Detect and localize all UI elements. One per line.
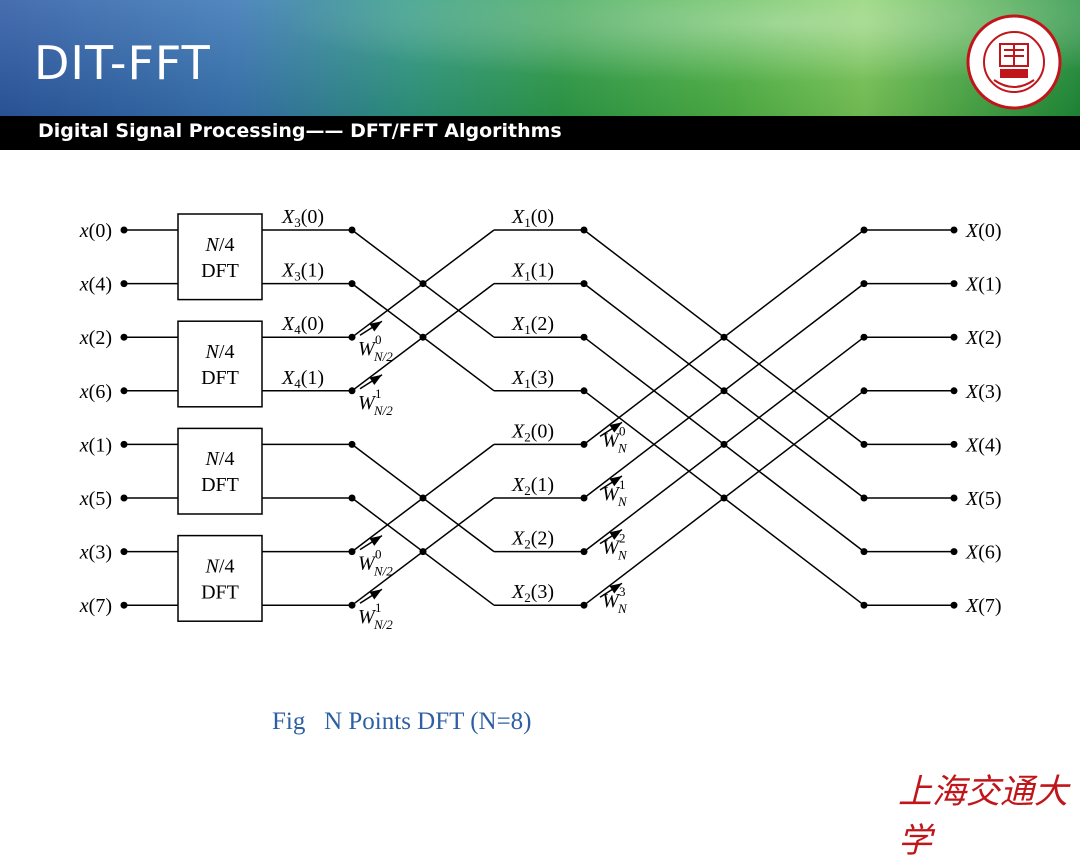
stage2-junction-3 — [720, 494, 728, 502]
output-label-6: X(6) — [965, 542, 1002, 564]
twiddle-stage2-1-exp: 1 — [619, 477, 626, 492]
fft-butterfly-diagram: x(0)x(4)x(2)x(6)x(1)x(5)x(3)x(7)N/4DFTN/… — [79, 206, 1002, 632]
dft-block-label-top-3: N/4 — [205, 555, 235, 577]
dft-block-label-bottom-1: DFT — [201, 367, 239, 389]
stage1-label-1: X3(1) — [281, 260, 324, 284]
input-label-7: x(7) — [79, 595, 112, 617]
dft-block-2 — [177, 427, 263, 515]
twiddle-stage2-1-sub: N — [617, 494, 628, 509]
stage2-junction-1 — [720, 387, 728, 395]
twiddle-stage1-1-exp: 1 — [375, 386, 382, 401]
stage1-junction-2 — [419, 494, 427, 502]
stage2-junction-2 — [720, 440, 728, 448]
twiddle-stage1-1-base: W — [358, 392, 377, 414]
output-node-3 — [950, 387, 958, 395]
twiddle-stage2-2-exp: 2 — [619, 531, 626, 546]
stage2-junction-0 — [720, 333, 728, 341]
twiddle-stage2-0-sub: N — [617, 440, 628, 455]
twiddle-stage2-3-base: W — [602, 590, 621, 612]
twiddle-stage2-0-exp: 0 — [619, 423, 626, 438]
subtitle-bar — [0, 116, 1080, 150]
twiddle-stage1-0-sub: N/2 — [373, 349, 393, 364]
twiddle-arrow-stage2-2-head — [609, 529, 622, 540]
output-label-7: X(7) — [965, 595, 1002, 617]
input-label-4: x(1) — [79, 434, 112, 456]
output-node-1 — [950, 280, 958, 288]
output-label-3: X(3) — [965, 381, 1002, 403]
twiddle-arrow-stage2-3-head — [609, 583, 622, 594]
output-node-4 — [950, 440, 958, 448]
stage1-label-3: X4(1) — [281, 367, 324, 391]
twiddle-stage1-2-exp: 0 — [375, 547, 382, 562]
twiddle-arrow-stage1-0-head — [369, 321, 382, 332]
dft-block-0 — [177, 213, 263, 301]
dft-block-label-top-2: N/4 — [205, 448, 235, 470]
dft-block-label-bottom-2: DFT — [201, 474, 239, 496]
twiddle-arrow-stage1-3-head — [369, 589, 382, 600]
dft-block-label-bottom-0: DFT — [201, 260, 239, 282]
output-label-4: X(4) — [965, 434, 1002, 456]
twiddle-stage1-2-base: W — [358, 553, 377, 575]
twiddle-stage2-0-base: W — [602, 429, 621, 451]
twiddle-stage1-1-sub: N/2 — [373, 403, 393, 418]
twiddle-stage2-2-base: W — [602, 537, 621, 559]
twiddle-stage1-3-base: W — [358, 606, 377, 628]
output-label-0: X(0) — [965, 220, 1002, 242]
twiddle-stage2-3-sub: N — [617, 601, 628, 616]
output-node-6 — [950, 548, 958, 556]
stage2-label-2: X1(2) — [511, 313, 554, 337]
stage2-label-0: X1(0) — [511, 206, 554, 230]
twiddle-stage1-3-exp: 1 — [375, 600, 382, 615]
input-label-0: x(0) — [79, 220, 112, 242]
twiddle-stage1-2-sub: N/2 — [373, 564, 393, 579]
twiddle-stage1-3-sub: N/2 — [373, 617, 393, 632]
dft-block-label-top-1: N/4 — [205, 341, 235, 363]
stage2-label-4: X2(0) — [511, 420, 554, 444]
dft-block-3 — [177, 534, 263, 622]
stage2-label-5: X2(1) — [511, 474, 554, 498]
stage2-label-7: X2(3) — [511, 581, 554, 605]
output-node-0 — [950, 226, 958, 234]
dft-block-label-bottom-3: DFT — [201, 581, 239, 603]
stage2-label-1: X1(1) — [511, 260, 554, 284]
university-name-logo: 上海交通大学 — [898, 772, 1068, 861]
output-node-5 — [950, 494, 958, 502]
twiddle-stage1-0-exp: 0 — [375, 332, 382, 347]
input-label-6: x(3) — [79, 542, 112, 564]
twiddle-arrow-stage2-0-head — [609, 422, 622, 433]
slide-subtitle: Digital Signal Processing—— DFT/FFT Algo… — [38, 120, 562, 142]
twiddle-stage2-2-sub: N — [617, 548, 628, 563]
stage2-label-6: X2(2) — [511, 528, 554, 552]
output-label-2: X(2) — [965, 327, 1002, 349]
twiddle-stage1-0-base: W — [358, 338, 377, 360]
output-node-2 — [950, 333, 958, 341]
dft-block-1 — [177, 320, 263, 408]
stage1-label-0: X3(0) — [281, 206, 324, 230]
input-label-5: x(5) — [79, 488, 112, 510]
stage1-junction-0 — [419, 280, 427, 288]
header-background-graphic — [0, 0, 1080, 116]
output-label-1: X(1) — [965, 274, 1002, 296]
university-seal-icon — [966, 14, 1062, 110]
dft-block-label-top-0: N/4 — [205, 234, 235, 256]
twiddle-stage2-1-base: W — [602, 483, 621, 505]
slide-title: DIT-FFT — [34, 36, 211, 90]
stage1-junction-1 — [419, 333, 427, 341]
output-node-7 — [950, 601, 958, 609]
output-label-5: X(5) — [965, 488, 1002, 510]
twiddle-arrow-stage1-2-head — [369, 535, 382, 546]
input-label-1: x(4) — [79, 274, 112, 296]
stage1-junction-3 — [419, 548, 427, 556]
figure-caption: Fig N Points DFT (N=8) — [272, 708, 532, 735]
stage2-label-3: X1(3) — [511, 367, 554, 391]
twiddle-stage2-3-exp: 3 — [619, 584, 626, 599]
twiddle-arrow-stage1-1-head — [369, 374, 382, 386]
slide-header — [0, 0, 1080, 116]
input-label-2: x(2) — [79, 327, 112, 349]
stage1-label-2: X4(0) — [281, 313, 324, 337]
twiddle-arrow-stage2-1-head — [609, 476, 622, 487]
input-label-3: x(6) — [79, 381, 112, 403]
